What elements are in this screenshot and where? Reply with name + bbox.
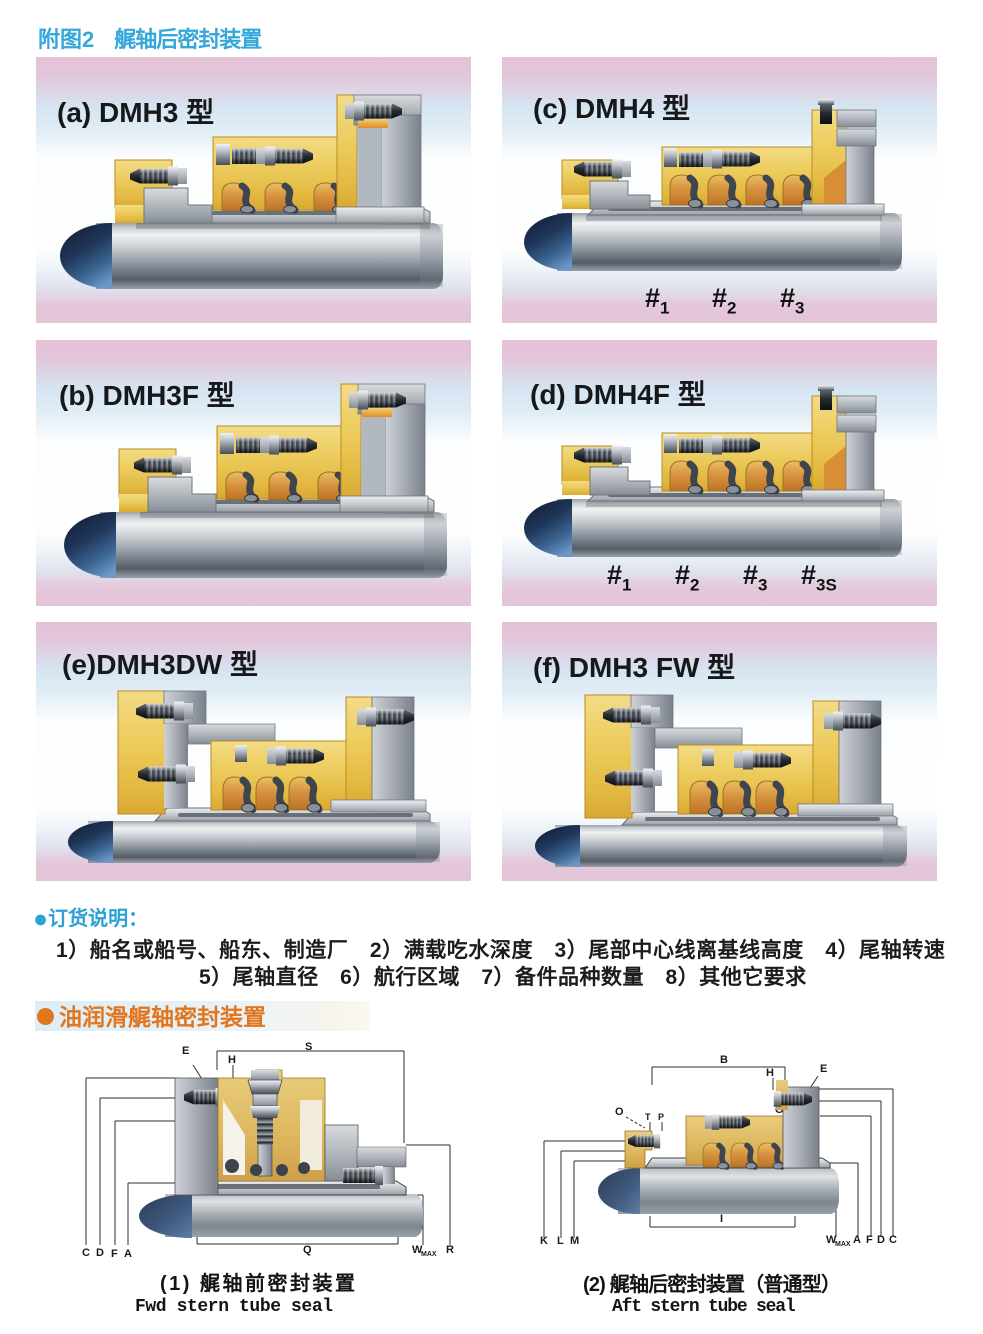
svg-text:MAX: MAX: [421, 1251, 437, 1258]
svg-text:O: O: [615, 1106, 624, 1118]
svg-text:C: C: [889, 1234, 897, 1246]
svg-text:M: M: [570, 1235, 579, 1247]
svg-text:A: A: [853, 1234, 861, 1246]
svg-text:W: W: [412, 1244, 423, 1256]
svg-text:H: H: [228, 1054, 236, 1066]
svg-text:E: E: [182, 1045, 189, 1057]
svg-text:K: K: [540, 1235, 548, 1247]
svg-text:A: A: [124, 1248, 132, 1260]
svg-text:MAX: MAX: [835, 1241, 851, 1248]
svg-text:S: S: [305, 1041, 312, 1053]
svg-text:R: R: [446, 1244, 454, 1256]
svg-text:T: T: [645, 1112, 651, 1122]
svg-text:I: I: [720, 1213, 723, 1225]
svg-text:F: F: [866, 1234, 873, 1246]
svg-text:W: W: [826, 1234, 837, 1246]
svg-text:E: E: [820, 1063, 827, 1075]
svg-text:H: H: [766, 1067, 774, 1079]
svg-text:F: F: [111, 1248, 118, 1260]
svg-text:D: D: [877, 1234, 885, 1246]
svg-text:D: D: [96, 1247, 104, 1259]
svg-text:Q: Q: [303, 1244, 312, 1256]
svg-text:B: B: [720, 1054, 728, 1066]
svg-text:P: P: [658, 1112, 664, 1122]
svg-text:L: L: [557, 1235, 564, 1247]
svg-text:C: C: [82, 1247, 90, 1259]
